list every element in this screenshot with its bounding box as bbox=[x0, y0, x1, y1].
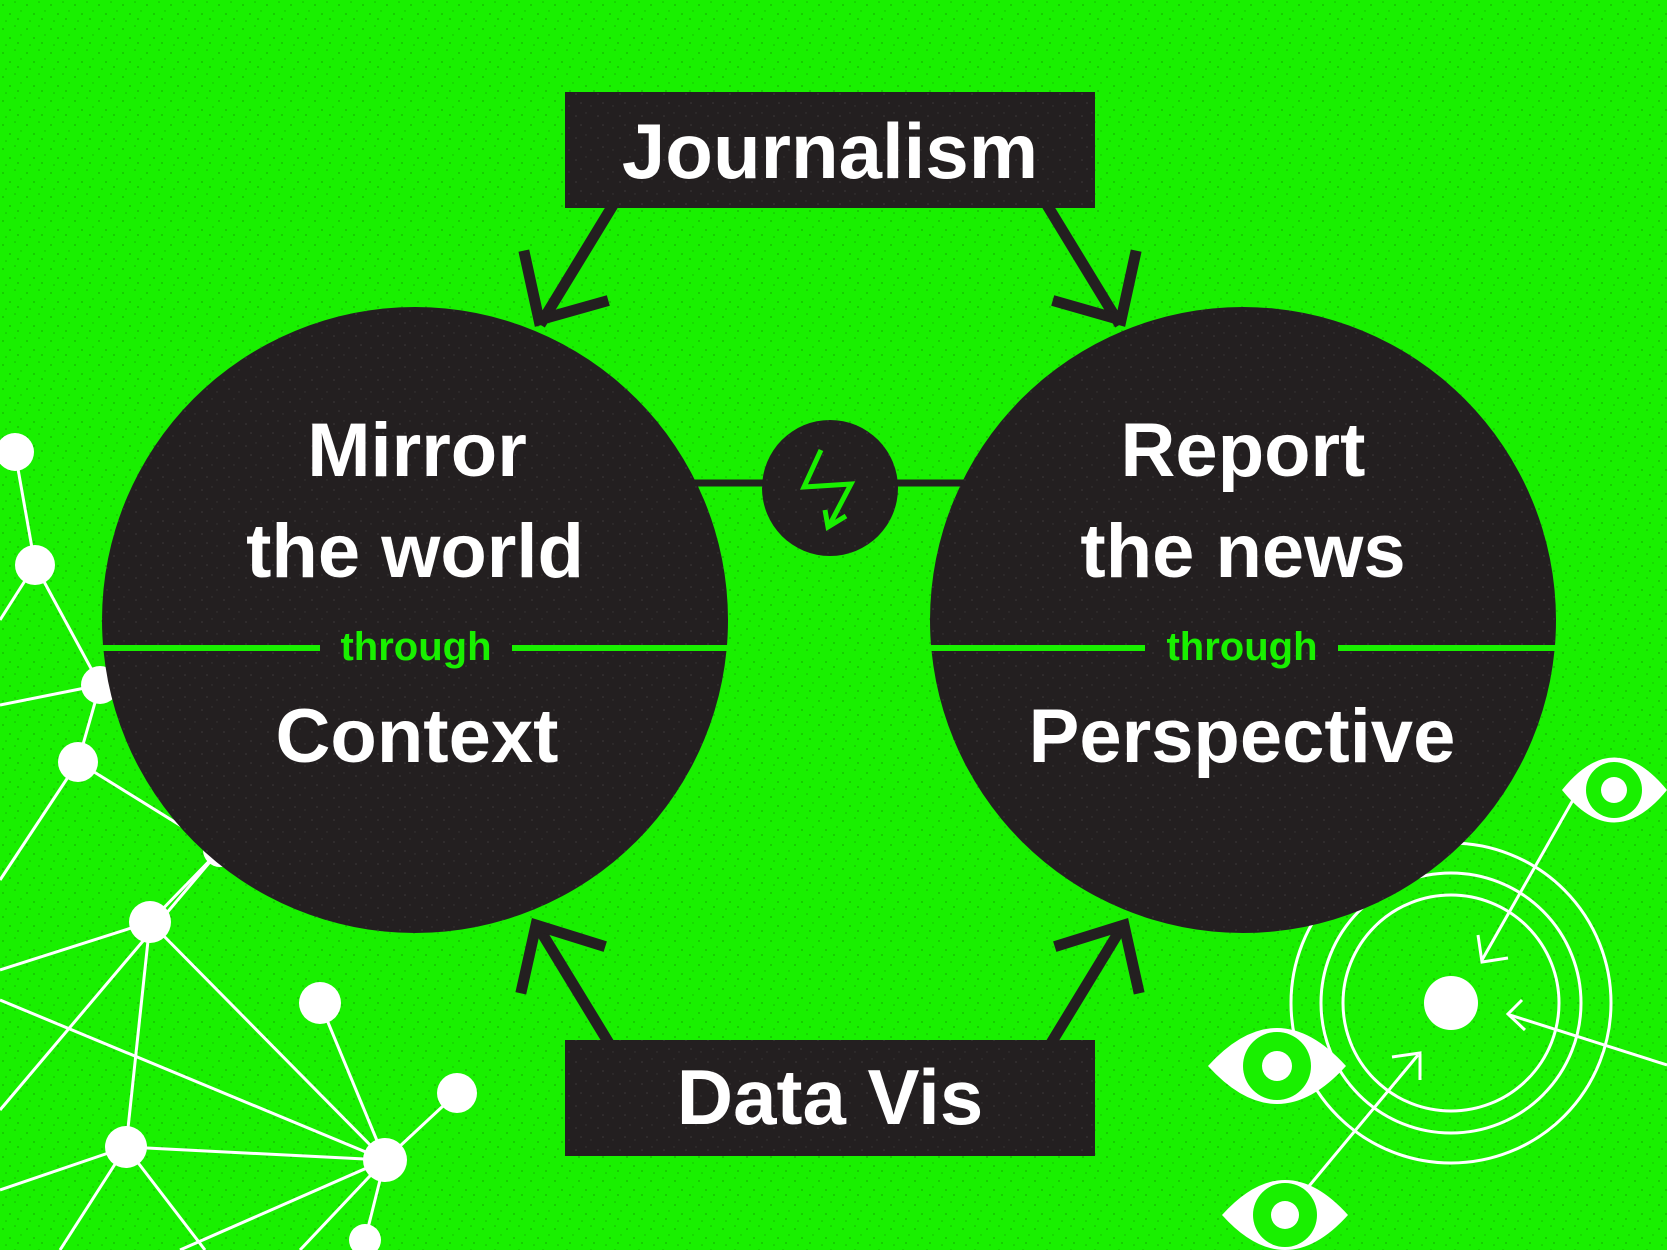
left-circle-line1: Mirror bbox=[307, 408, 527, 493]
left-circle bbox=[100, 307, 730, 933]
eye-icon-top bbox=[1562, 757, 1667, 823]
arrow-journalism-to-right-circle bbox=[1042, 202, 1142, 328]
arrow-datavis-to-right-circle bbox=[1045, 917, 1145, 1048]
eye-icon-middle bbox=[1208, 1028, 1346, 1104]
arrow-journalism-to-left-circle bbox=[518, 202, 618, 328]
arrow-datavis-to-left-circle bbox=[515, 917, 615, 1048]
right-circle-connector: through bbox=[1166, 625, 1317, 669]
datavis-label: Data Vis bbox=[677, 1053, 983, 1141]
left-circle-connector: through bbox=[340, 625, 491, 669]
eye-target-decoration bbox=[1208, 757, 1667, 1250]
journalism-box bbox=[565, 92, 1095, 208]
right-circle-bottom: Perspective bbox=[1029, 694, 1456, 779]
datavis-box bbox=[565, 1040, 1095, 1156]
network-graph-nodes bbox=[0, 433, 477, 1250]
lightning-bolt-icon bbox=[799, 448, 856, 532]
eye-icon-bottom bbox=[1222, 1180, 1348, 1250]
journalism-label: Journalism bbox=[622, 107, 1038, 195]
target-center bbox=[1424, 976, 1478, 1030]
flow-arrows bbox=[515, 202, 1145, 1048]
right-circle-line1: Report bbox=[1121, 408, 1366, 493]
right-circle bbox=[930, 307, 1556, 933]
circle-connector bbox=[690, 420, 975, 556]
left-circle-line2: the world bbox=[246, 509, 584, 594]
right-circle-line2: the news bbox=[1080, 509, 1405, 594]
left-circle-bottom: Context bbox=[276, 694, 559, 779]
